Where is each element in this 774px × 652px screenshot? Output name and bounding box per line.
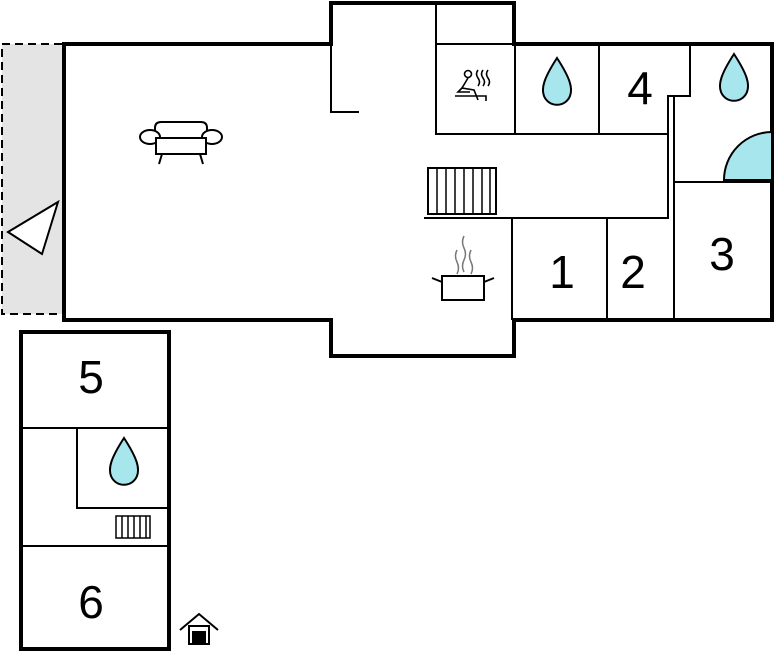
water-drop-icon: [108, 436, 140, 486]
sauna-icon: [455, 69, 491, 101]
lower-building: 5 6: [19, 330, 171, 651]
room-number-2: 2: [620, 246, 646, 298]
room-number-5: 5: [78, 351, 104, 403]
room-number-1: 1: [549, 246, 575, 298]
sofa-icon: [139, 121, 223, 165]
stairs-icon: [427, 167, 497, 215]
cooking-pot-icon: [431, 235, 495, 301]
terrace: [1, 43, 64, 315]
room-number-4: 4: [627, 62, 653, 114]
entrance-icon: [179, 612, 219, 645]
main-building-outline: [62, 1, 774, 358]
water-drop-icon: [718, 52, 750, 102]
door-swing: [722, 130, 773, 181]
terrace-arrow-icon: [6, 199, 60, 256]
room-number-6: 6: [78, 576, 104, 628]
room-number-3: 3: [709, 228, 735, 280]
interior-walls: [330, 3, 772, 320]
water-drop-icon: [541, 56, 573, 106]
stairs-icon: [115, 515, 151, 539]
